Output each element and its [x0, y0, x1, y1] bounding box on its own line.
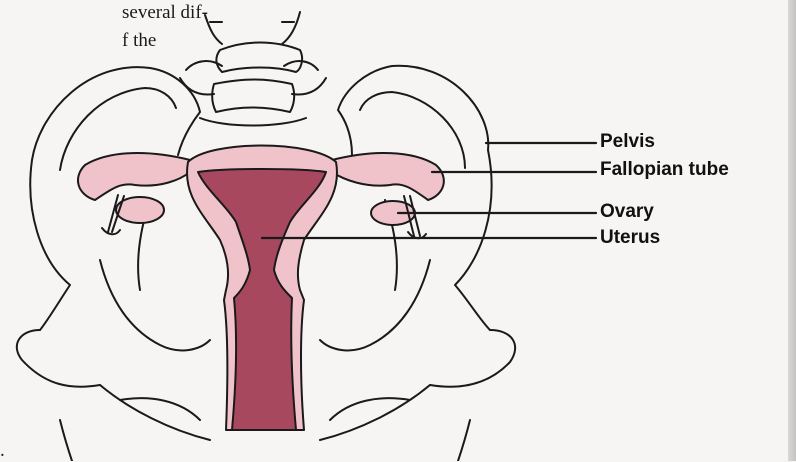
uterus: [187, 146, 337, 431]
spine-vertebrae: [180, 12, 326, 126]
text-fragment-line2: f the: [122, 30, 156, 52]
page-edge: [788, 0, 796, 461]
label-pelvis: Pelvis: [600, 131, 655, 153]
text-fragment-mark: .: [0, 440, 5, 462]
label-fallopian-tube: Fallopian tube: [600, 159, 729, 181]
text-fragment-line1: several dif-: [122, 2, 208, 24]
label-uterus: Uterus: [600, 227, 660, 249]
label-ovary: Ovary: [600, 201, 654, 223]
